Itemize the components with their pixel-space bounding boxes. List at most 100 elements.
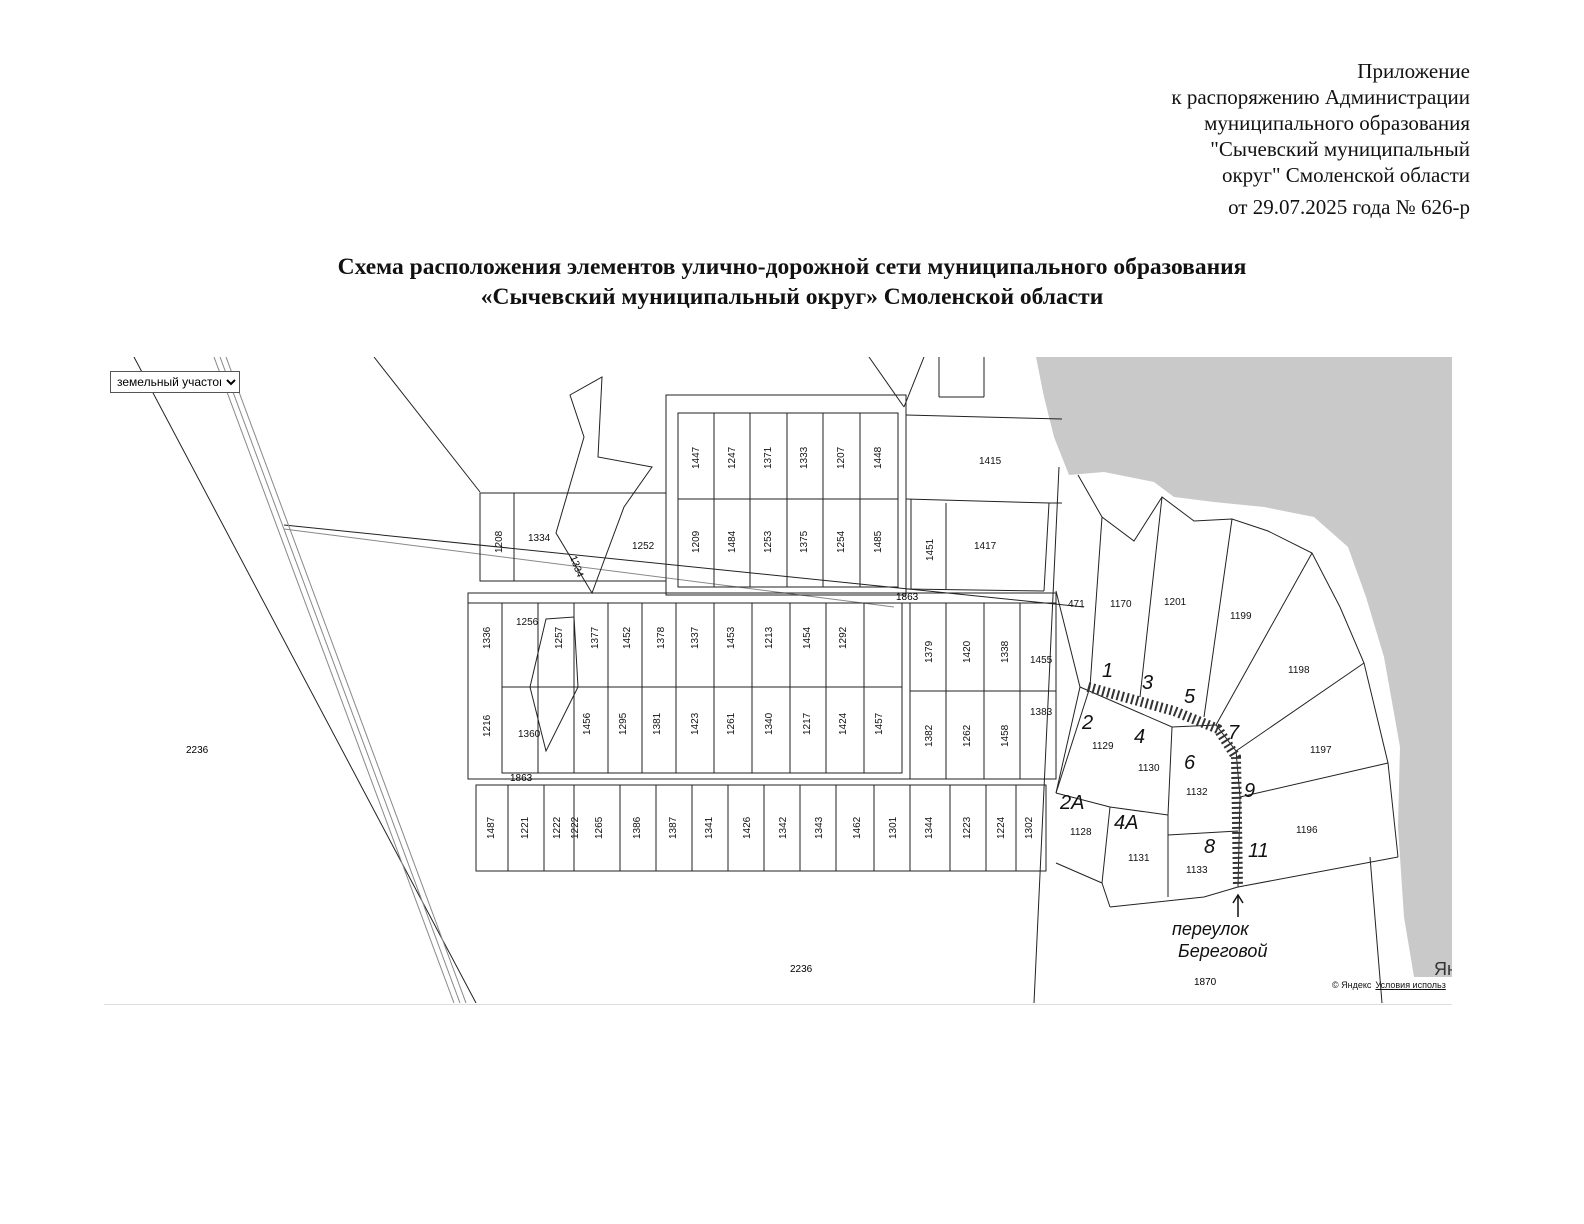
parcel-number: 1336: [482, 626, 493, 649]
parcel-number: 1197: [1310, 745, 1332, 756]
parcel-number: 1415: [979, 456, 1002, 467]
parcel-number: 1337: [690, 626, 701, 649]
parcel-number: 1378: [656, 626, 667, 649]
hand-number: 5: [1184, 686, 1196, 708]
parcel-number: 1198: [1288, 665, 1310, 676]
parcel-number: 1453: [726, 626, 737, 649]
parcel-number: 1170: [1110, 599, 1132, 610]
parcel-number: 1128: [1070, 827, 1092, 838]
parcel-number: 1457: [874, 712, 885, 735]
parcel-number: 1458: [1000, 724, 1011, 747]
layer-select[interactable]: земельный участок: [110, 371, 240, 393]
parcel-number: 1257: [554, 626, 565, 649]
parcel-number: 1253: [763, 530, 774, 553]
parcel-number: 1131: [1128, 853, 1150, 864]
parcel-grid: [467, 376, 1399, 908]
parcel-number: 1129: [1092, 741, 1114, 752]
parcel-number: 1208: [494, 530, 505, 553]
parcel-number: 1265: [594, 816, 605, 839]
river: [1036, 357, 1452, 977]
parcel-number: 1261: [726, 712, 737, 735]
parcel-number: 1196: [1296, 825, 1318, 836]
parcel-number: 1262: [962, 724, 973, 747]
terms-link[interactable]: Условия использ: [1375, 980, 1446, 990]
appendix-line: округ" Смоленской области: [1221, 163, 1470, 187]
parcel-number: 1375: [799, 530, 810, 553]
parcel-number: 1217: [802, 712, 813, 735]
parcel-number: 1340: [764, 712, 775, 735]
parcel-number: 1334: [528, 533, 551, 544]
appendix-line: "Сычевский муниципальный: [1210, 137, 1470, 161]
parcel-number: 1485: [873, 530, 884, 553]
parcel-number: 1423: [690, 712, 701, 735]
parcel-number: 1130: [1138, 763, 1160, 774]
hand-number: 4А: [1114, 812, 1138, 834]
lane-annotation: Береговой: [1178, 941, 1267, 961]
hand-number: 4: [1134, 726, 1145, 748]
hand-number: 9: [1244, 780, 1255, 802]
hand-number: 6: [1184, 752, 1196, 774]
parcel-number: 1213: [764, 626, 775, 649]
hand-number: 7: [1228, 722, 1240, 744]
document-title: Схема расположения элементов улично-доро…: [0, 252, 1584, 312]
lane-annotation: переулок: [1172, 919, 1250, 939]
map-drawing: 1447124713711333120714481415120914841253…: [133, 357, 1452, 1003]
parcel-number: 1302: [1024, 816, 1035, 839]
appendix-line: муниципального образования: [1204, 111, 1470, 135]
parcel-number: 1379: [924, 640, 935, 663]
hand-number: 8: [1204, 836, 1215, 858]
parcel-number: 1381: [652, 712, 663, 735]
background-parcel-label: 2236: [790, 964, 813, 975]
parcel-number: 471: [1068, 599, 1085, 610]
hand-number: 2А: [1059, 792, 1084, 814]
slanted-1334-label: 1334: [567, 554, 585, 579]
parcel-number: 1207: [836, 446, 847, 469]
parcel-number: 1448: [873, 446, 884, 469]
appendix-order-date: от 29.07.2025 года № 626-р: [1228, 195, 1470, 219]
parcel-number: 1382: [924, 724, 935, 747]
yandex-copyright: © Яндекс: [1332, 980, 1372, 990]
parcel-number: 1216: [482, 714, 493, 737]
parcel-number: 1222: [570, 816, 581, 839]
parcel-number: 1338: [1000, 640, 1011, 663]
handwritten-numbers: 1 2 3 4 5 6 7 8 9 11 2А 4А переулок Бере…: [1059, 660, 1269, 961]
parcel-number: 1221: [520, 816, 531, 839]
parcel-number: 1484: [727, 530, 738, 553]
parcel-number: 1447: [691, 446, 702, 469]
background-parcel-label: 2236: [186, 745, 209, 756]
parcel-number: 1341: [704, 816, 715, 839]
parcel-number: 1383: [1030, 707, 1053, 718]
parcel-number: 1199: [1230, 611, 1252, 622]
parcel-number: 1222: [552, 816, 563, 839]
power-lines: [213, 357, 895, 1003]
parcel-number: 1342: [778, 816, 789, 839]
title-line: Схема расположения элементов улично-доро…: [337, 254, 1247, 280]
street-label: 1863: [896, 592, 919, 603]
arrow-icon: [1232, 893, 1244, 917]
parcel-number: 1426: [742, 816, 753, 839]
parcel-1870-label: 1870: [1194, 977, 1217, 988]
parcel-number: 1455: [1030, 655, 1053, 666]
parcel-number: 1387: [668, 816, 679, 839]
parcel-number: 1462: [852, 816, 863, 839]
parcel-number: 1254: [836, 530, 847, 553]
title-line: «Сычевский муниципальный округ» Смоленск…: [480, 284, 1104, 310]
parcel-number: 1454: [802, 626, 813, 649]
hand-number: 3: [1142, 672, 1153, 694]
parcel-number: 1209: [691, 530, 702, 553]
parcel-number: 1301: [888, 816, 899, 839]
boundary-lines: [133, 357, 1383, 1003]
lane-hatched: [1086, 682, 1243, 888]
parcel-number: 1201: [1164, 597, 1187, 608]
divider: [104, 1004, 1452, 1005]
parcel-number: 1333: [799, 446, 810, 469]
appendix-line: к распоряжению Администрации: [1171, 85, 1470, 109]
parcel-number: 1295: [618, 712, 629, 735]
parcel-number: 1456: [582, 712, 593, 735]
appendix-header: Приложение к распоряжению Администрации …: [1171, 58, 1470, 220]
parcel-number: 1417: [974, 541, 997, 552]
parcel-number: 1377: [590, 626, 601, 649]
